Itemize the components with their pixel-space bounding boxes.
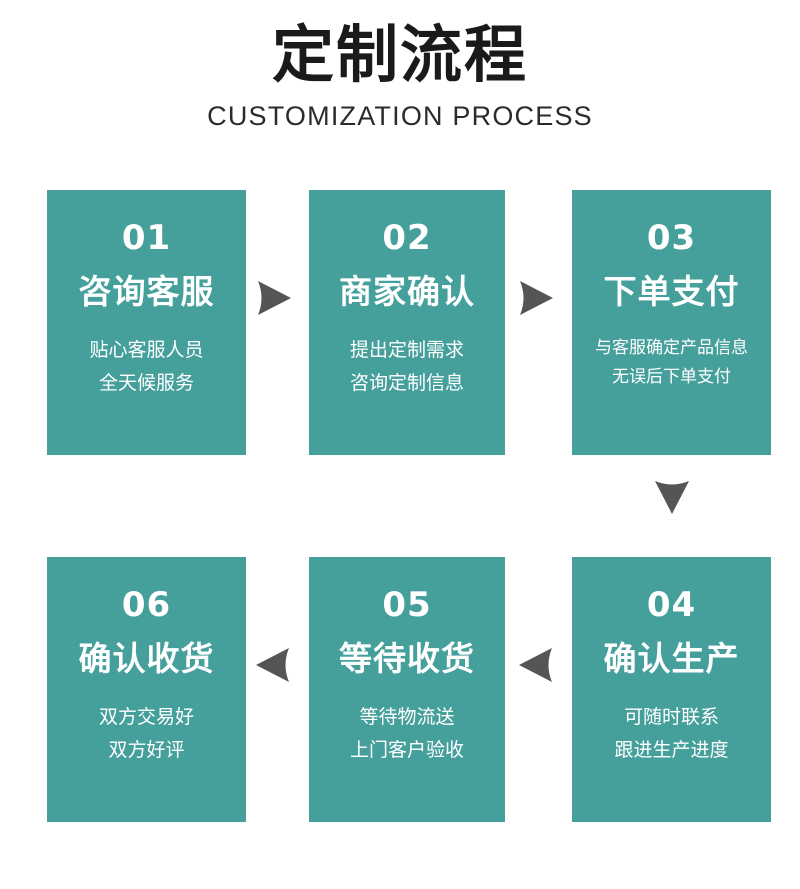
arrow-right-icon-step2-to-step3 [513, 276, 557, 320]
step-number-03: 03 [646, 218, 697, 258]
step-title-01: 咨询客服 [78, 272, 215, 311]
step-description-05: 等待物流送 上门客户验收 [350, 701, 464, 766]
step-description-line-1: 双方交易好 [98, 706, 194, 728]
step-title-05: 等待收货 [339, 639, 475, 678]
step-description-line-2: 咨询定制信息 [349, 371, 464, 394]
step-number-04: 04 [646, 585, 697, 625]
step-description-03: 与客服确定产品信息 无误后下单支付 [595, 334, 748, 392]
arrow-left-icon-step4-to-step5 [515, 643, 559, 687]
step-description-06: 双方交易好 双方好评 [99, 701, 194, 766]
step-title-04: 确认生产 [603, 639, 740, 678]
step-number-05: 05 [382, 585, 432, 625]
page-subtitle: CUSTOMIZATION PROCESS [207, 100, 593, 131]
step-number-02: 02 [382, 218, 432, 258]
step-description-line-1: 与客服确定产品信息 [595, 338, 748, 358]
step-description-line-1: 等待物流送 [359, 706, 455, 728]
page-header: 定制流程 CUSTOMIZATION PROCESS [0, 0, 800, 132]
page-title: 定制流程 [271, 18, 528, 91]
step-description-line-1: 提出定制需求 [349, 339, 464, 361]
process-step-card-04[interactable]: 04 确认生产 可随时联系 跟进生产进度 [572, 557, 771, 822]
step-description-04: 可随时联系 跟进生产进度 [614, 701, 728, 766]
step-title-06: 确认收货 [78, 639, 215, 678]
step-description-02: 提出定制需求 咨询定制信息 [350, 334, 464, 399]
process-step-card-05[interactable]: 05 等待收货 等待物流送 上门客户验收 [309, 557, 505, 822]
step-number-01: 01 [121, 218, 172, 258]
process-step-card-01[interactable]: 01 咨询客服 贴心客服人员 全天候服务 [47, 190, 246, 455]
step-description-line-2: 全天候服务 [98, 371, 194, 394]
process-step-card-02[interactable]: 02 商家确认 提出定制需求 咨询定制信息 [309, 190, 505, 455]
arrow-right-icon-step1-to-step2 [251, 276, 295, 320]
process-step-card-03[interactable]: 03 下单支付 与客服确定产品信息 无误后下单支付 [572, 190, 771, 455]
step-description-line-2: 无误后下单支付 [612, 367, 731, 388]
step-title-02: 商家确认 [339, 272, 475, 311]
step-description-line-1: 可随时联系 [623, 706, 719, 728]
process-step-card-06[interactable]: 06 确认收货 双方交易好 双方好评 [47, 557, 246, 822]
step-title-03: 下单支付 [603, 272, 740, 311]
step-description-line-2: 跟进生产进度 [614, 738, 729, 761]
arrow-down-icon-step3-to-step4 [650, 474, 694, 518]
step-number-06: 06 [121, 585, 172, 625]
step-description-line-1: 贴心客服人员 [89, 339, 204, 361]
step-description-line-2: 双方好评 [108, 738, 185, 761]
step-description-line-2: 上门客户验收 [349, 738, 464, 761]
arrow-left-icon-step5-to-step6 [252, 643, 296, 687]
step-description-01: 贴心客服人员 全天候服务 [89, 334, 203, 399]
